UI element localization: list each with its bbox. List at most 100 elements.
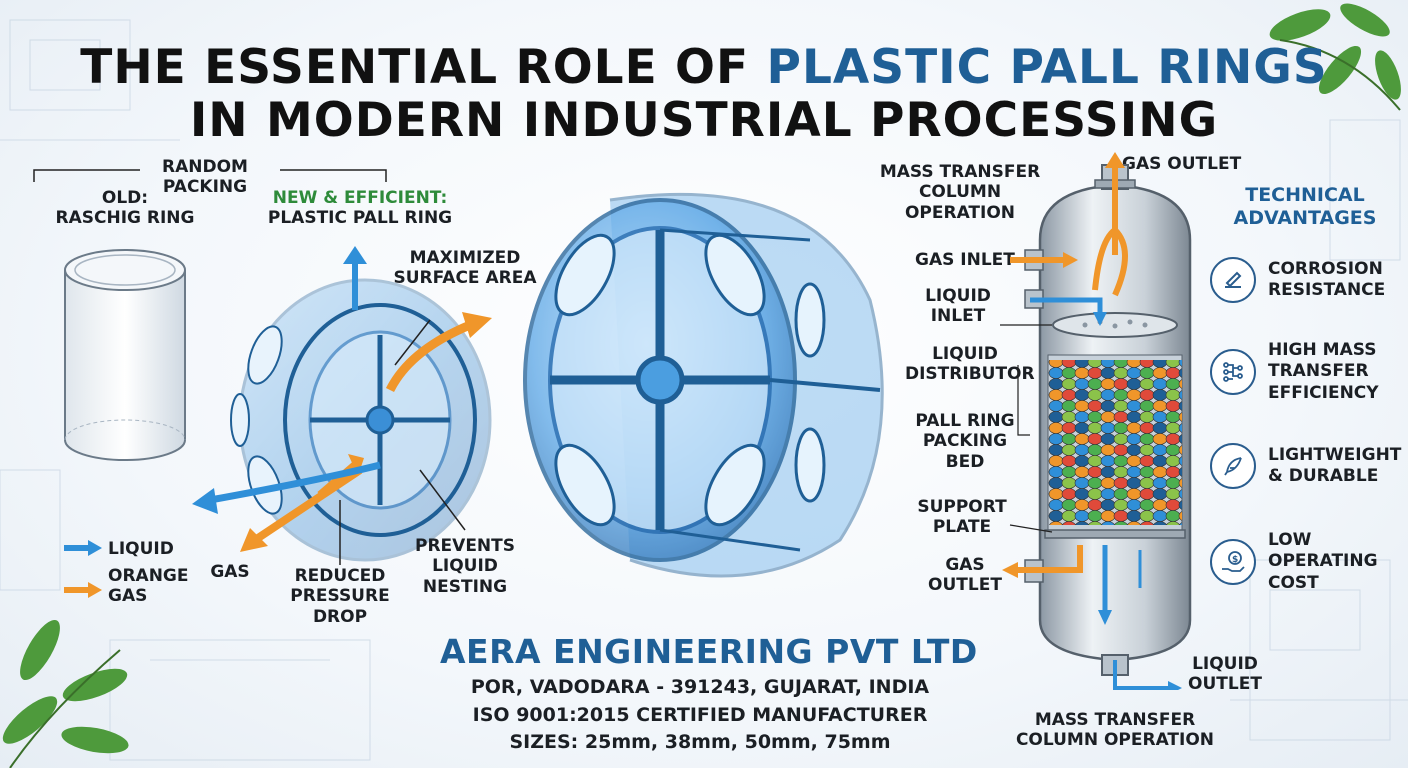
packing-ring — [1126, 389, 1142, 401]
packing-ring — [1100, 477, 1116, 489]
random-packing-bracket — [33, 169, 387, 182]
packing-ring — [1061, 455, 1077, 467]
packing-ring — [1087, 367, 1103, 379]
packing-ring — [1139, 389, 1155, 401]
packing-ring — [1048, 389, 1064, 401]
packing-ring — [1074, 444, 1090, 456]
leaves-bottom-left — [2, 619, 129, 768]
packing-ring — [1126, 378, 1142, 390]
advantage-label-cost: LOW OPERATING COST — [1268, 530, 1378, 593]
liquid-distributor-label: LIQUID DISTRIBUTOR — [905, 344, 1035, 385]
packing-ring — [1165, 389, 1181, 401]
column-bottom-caption: MASS TRANSFER COLUMN OPERATION — [1015, 710, 1215, 751]
packing-ring — [1165, 466, 1181, 478]
packing-ring — [1126, 444, 1142, 456]
packing-ring — [1126, 433, 1142, 445]
packing-ring — [1048, 477, 1064, 489]
packing-ring — [1152, 477, 1168, 489]
packing-ring — [1113, 378, 1129, 390]
liquid-outlet-label: LIQUID OUTLET — [1188, 654, 1262, 695]
packing-ring — [1165, 488, 1181, 500]
new-label: NEW & EFFICIENT: PLASTIC PALL RING — [240, 188, 480, 229]
advantage-item-cost: $ LOW OPERATING COST — [1210, 530, 1378, 594]
packing-ring — [1178, 401, 1182, 411]
packing-ring — [1100, 411, 1116, 423]
random-packing-heading: RANDOM PACKING — [162, 157, 248, 198]
packing-ring — [1126, 422, 1142, 434]
packing-ring — [1152, 378, 1168, 390]
company-details: POR, VADODARA - 391243, GUJARAT, INDIA I… — [440, 674, 960, 757]
packing-ring — [1165, 433, 1181, 445]
column-title: MASS TRANSFER COLUMN OPERATION — [879, 162, 1041, 223]
packing-ring — [1061, 444, 1077, 456]
packing-ring — [1074, 411, 1090, 423]
packing-ring — [1126, 367, 1142, 379]
company-certification: ISO 9001:2015 CERTIFIED MANUFACTURER — [472, 703, 928, 726]
packing-ring — [1178, 379, 1182, 389]
packing-ring — [1100, 499, 1116, 511]
packing-ring — [1100, 378, 1116, 390]
leaves-top-right — [1269, 3, 1401, 111]
packing-ring — [1113, 411, 1129, 423]
new-label-name: PLASTIC PALL RING — [267, 208, 453, 229]
advantages-title: TECHNICAL ADVANTAGES — [1233, 184, 1377, 229]
legend-liquid-label: LIQUID — [108, 539, 174, 559]
title-line1-prefix: THE ESSENTIAL ROLE OF — [80, 40, 767, 95]
packing-ring — [1100, 455, 1116, 467]
packing-ring — [1087, 499, 1103, 511]
packing-ring — [1152, 433, 1168, 445]
packing-ring — [1127, 521, 1141, 525]
packing-ring — [1179, 522, 1182, 525]
packing-ring — [1087, 411, 1103, 423]
packing-ring — [1074, 488, 1090, 500]
packing-ring — [1100, 433, 1116, 445]
packing-ring — [1178, 511, 1182, 521]
packing-ring — [1100, 444, 1116, 456]
packing-ring — [1153, 521, 1167, 525]
packing-ring — [1139, 499, 1155, 511]
packing-ring — [1087, 422, 1103, 434]
packing-ring — [1048, 378, 1064, 390]
packing-ring — [1048, 499, 1064, 511]
packing-ring — [1126, 466, 1142, 478]
packing-ring — [1165, 400, 1181, 412]
packing-ring — [1178, 360, 1182, 367]
packing-ring — [1139, 411, 1155, 423]
packing-ring — [1061, 510, 1077, 522]
packing-ring — [1074, 367, 1090, 379]
packing-ring — [1166, 521, 1180, 525]
packing-ring — [1048, 400, 1064, 412]
packing-ring — [1126, 488, 1142, 500]
packing-ring — [1139, 378, 1155, 390]
packing-ring — [1139, 367, 1155, 379]
corrosion-icon — [1210, 257, 1256, 303]
packing-ring — [1087, 400, 1103, 412]
packing-ring — [1152, 400, 1168, 412]
packing-ring — [1074, 389, 1090, 401]
packing-ring — [1152, 422, 1168, 434]
packing-ring — [1074, 378, 1090, 390]
packing-ring — [1113, 510, 1129, 522]
packing-ring — [1061, 488, 1077, 500]
packing-ring — [1178, 434, 1182, 444]
packing-ring — [1061, 422, 1077, 434]
packing-ring — [1165, 477, 1181, 489]
old-label-name: RASCHIG RING — [55, 208, 195, 229]
raschig-ring-illustration — [64, 249, 186, 461]
packing-ring — [1152, 499, 1168, 511]
packing-ring — [1100, 510, 1116, 522]
mass-transfer-column-illustration — [1000, 152, 1192, 690]
title-line1-highlight: PLASTIC PALL RINGS — [766, 40, 1328, 95]
packing-ring — [1113, 367, 1129, 379]
packing-ring — [1113, 488, 1129, 500]
packing-ring — [1139, 466, 1155, 478]
advantage-item-lightweight: LIGHTWEIGHT & DURABLE — [1210, 443, 1408, 489]
packing-ring — [1139, 400, 1155, 412]
callout-surface-area: MAXIMIZED SURFACE AREA — [393, 248, 537, 289]
packing-ring — [1178, 445, 1182, 455]
packing-ring — [1087, 444, 1103, 456]
gas-outlet-bottom-label: GAS OUTLET — [928, 555, 1002, 596]
packing-ring — [1152, 389, 1168, 401]
packing-ring — [1152, 510, 1168, 522]
packing-ring — [1087, 466, 1103, 478]
